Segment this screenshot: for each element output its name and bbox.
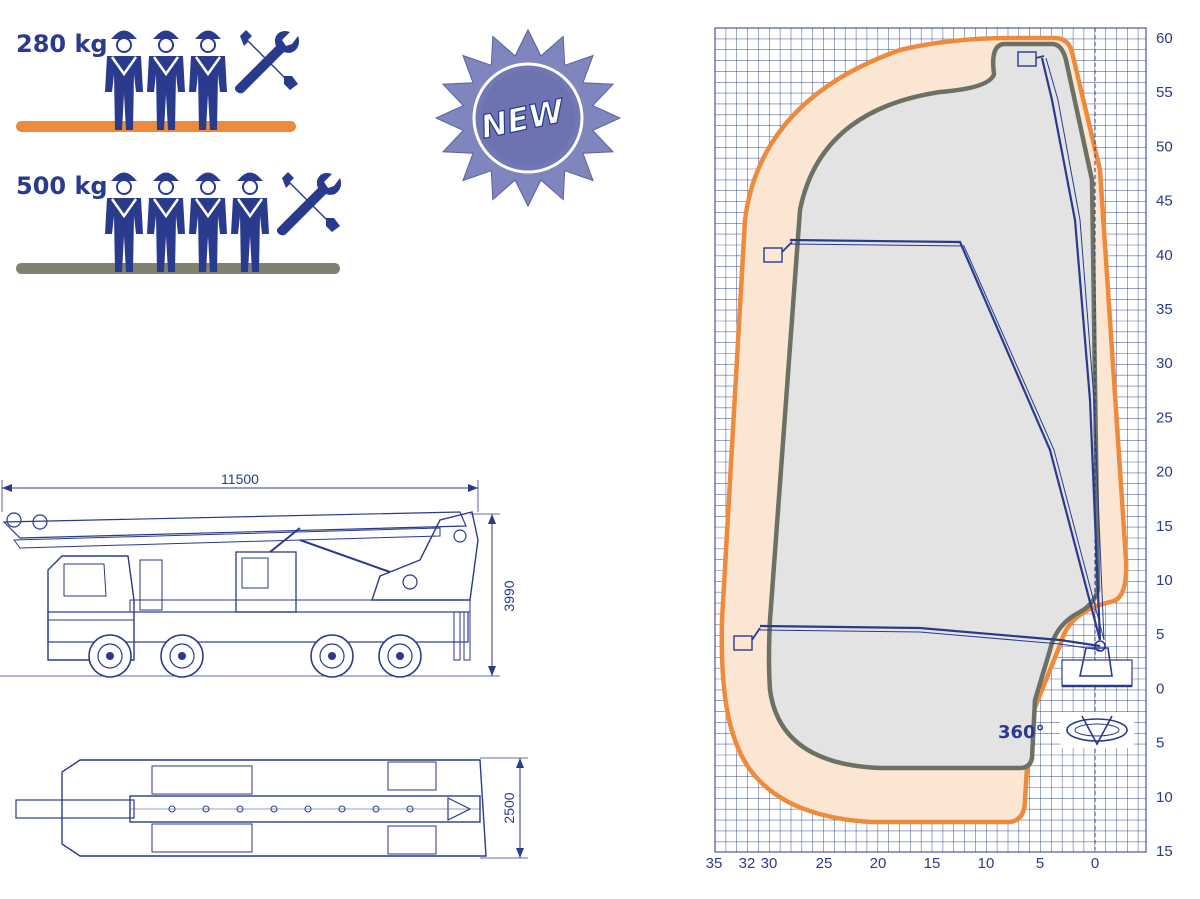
y-tick-label: 5 xyxy=(1156,626,1164,643)
payload-label-500: 500 kg xyxy=(16,172,108,200)
payload-bar-500 xyxy=(16,263,340,274)
tools-icon xyxy=(276,172,342,236)
tools-icon xyxy=(234,30,300,94)
payload-label-280: 280 kg xyxy=(16,30,108,58)
worker-icon xyxy=(105,172,143,272)
y-tick-label: 30 xyxy=(1156,355,1173,372)
x-tick-label: 20 xyxy=(870,855,887,872)
truck-top-view: 2500 xyxy=(15,757,528,859)
y-tick-label: 50 xyxy=(1156,138,1173,155)
worker-icon xyxy=(147,172,185,272)
rotation-label: 360° xyxy=(998,722,1045,743)
boom-mid-position xyxy=(763,238,1105,641)
boom-max-reach xyxy=(733,624,1101,651)
x-tick-label: 15 xyxy=(924,855,941,872)
new-badge: NEW xyxy=(434,28,622,208)
wheel xyxy=(160,634,204,678)
y-tick-label: 10 xyxy=(1156,789,1173,806)
wheel xyxy=(378,634,422,678)
worker-icon xyxy=(105,30,143,130)
x-tick-label: 0 xyxy=(1091,855,1099,872)
y-tick-label: 45 xyxy=(1156,193,1173,210)
y-tick-label: 40 xyxy=(1156,247,1173,264)
x-tick-label: 10 xyxy=(978,855,995,872)
worker-icon xyxy=(189,30,227,130)
y-tick-label: 15 xyxy=(1156,518,1173,535)
payload-500kg: 500 kg xyxy=(16,172,342,274)
x-tick-label: 32 xyxy=(739,855,756,872)
y-tick-label: 15 xyxy=(1156,843,1173,860)
x-tick-label: 30 xyxy=(761,855,778,872)
x-tick-label: 35 xyxy=(706,855,723,872)
boom-max-height xyxy=(1017,51,1105,641)
truck-side-view: 11500 3990 xyxy=(0,471,517,678)
height-dimension: 3990 xyxy=(501,580,517,611)
y-tick-label: 0 xyxy=(1156,680,1164,697)
payload-280kg: 280 kg xyxy=(16,30,300,132)
worker-icon xyxy=(147,30,185,130)
worker-icon xyxy=(231,172,269,272)
rotation-indicator: 360° xyxy=(998,712,1134,748)
y-tick-label: 10 xyxy=(1156,572,1173,589)
x-tick-label: 25 xyxy=(816,855,833,872)
y-tick-label: 60 xyxy=(1156,30,1173,47)
width-dimension: 2500 xyxy=(501,792,517,823)
y-tick-label: 5 xyxy=(1156,735,1164,752)
payload-bar-280 xyxy=(16,121,296,132)
y-tick-label: 20 xyxy=(1156,464,1173,481)
workers-group-280 xyxy=(105,30,227,130)
truck-base xyxy=(1061,640,1133,688)
x-tick-label: 5 xyxy=(1036,855,1044,872)
x-axis-ticks: 35 32 30 25 20 15 10 5 0 xyxy=(706,855,1100,872)
workers-group-500 xyxy=(105,172,269,272)
wheel xyxy=(310,634,354,678)
y-tick-label: 25 xyxy=(1156,409,1173,426)
wheel xyxy=(88,634,132,678)
length-dimension: 11500 xyxy=(221,471,259,487)
y-tick-label: 35 xyxy=(1156,301,1173,318)
y-tick-label: 55 xyxy=(1156,84,1173,101)
worker-icon xyxy=(189,172,227,272)
